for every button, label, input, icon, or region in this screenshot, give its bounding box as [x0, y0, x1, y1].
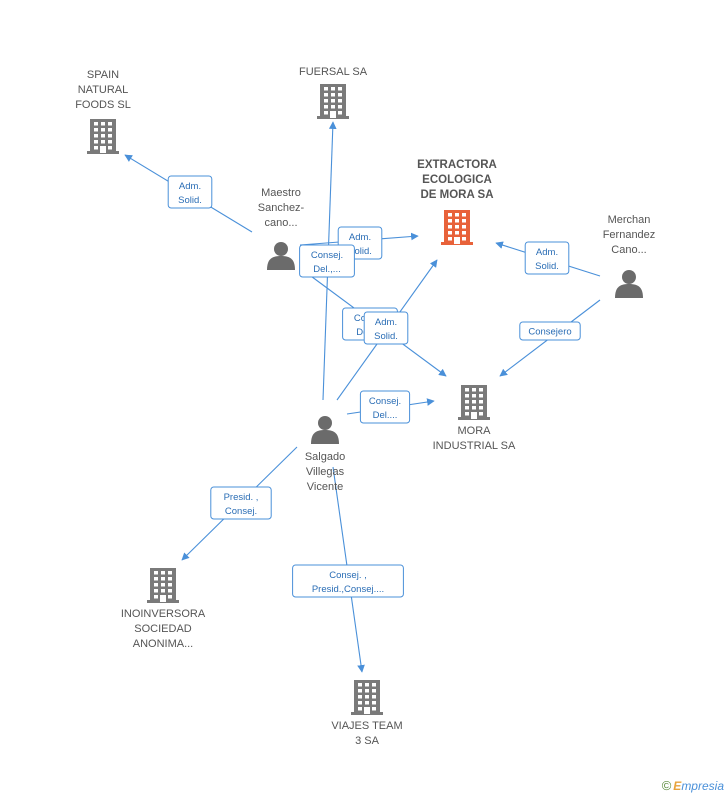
svg-text:Adm.Solid.: Adm.Solid.: [348, 232, 372, 257]
edge-label-merchan-extractora[interactable]: Adm.Solid.: [524, 241, 570, 275]
svg-text:Consej.Del....: Consej.Del....: [369, 396, 401, 421]
person-icon: [615, 270, 643, 298]
edge-label-salgado-inoinversora[interactable]: Presid. ,Consej.: [210, 486, 272, 520]
svg-text:Adm.Solid.: Adm.Solid.: [178, 181, 202, 206]
edge-label-merchan-mora[interactable]: Consejero: [519, 321, 581, 341]
company-label-fuersal: FUERSAL SA: [299, 66, 368, 78]
person-icon: [267, 242, 295, 270]
svg-text:Consej.Del.,...: Consej.Del.,...: [311, 250, 343, 275]
brand-name: mpresia: [681, 779, 724, 793]
svg-text:Consej. ,Presid.,Consej....: Consej. ,Presid.,Consej....: [312, 570, 384, 595]
building-icon: [351, 680, 383, 715]
building-icon: [317, 84, 349, 119]
edge-label-salgado-extractora[interactable]: Adm.Solid.: [363, 311, 409, 345]
edge-label-salgado-viajes[interactable]: Consej. ,Presid.,Consej....: [292, 564, 404, 598]
building-icon: [441, 210, 473, 245]
person-icon: [311, 416, 339, 444]
company-node-fuersal[interactable]: FUERSAL SA: [299, 66, 368, 119]
building-icon: [458, 385, 490, 420]
building-icon: [147, 568, 179, 603]
building-icon: [87, 119, 119, 154]
footer-brand: ©Empresia: [662, 778, 724, 793]
edge-label-maestro-spain[interactable]: Adm.Solid.: [167, 175, 213, 209]
svg-text:Consejero: Consejero: [528, 327, 571, 338]
svg-text:Adm.Solid.: Adm.Solid.: [374, 317, 398, 342]
edge-label-salgado-mora[interactable]: Consej.Del....: [359, 390, 411, 424]
svg-text:Adm.Solid.: Adm.Solid.: [535, 247, 559, 272]
edge-labels-layer: Adm.Solid.Adm.Solid.Consej.Del.,...Adm.S…: [167, 175, 581, 598]
copyright-icon: ©: [661, 778, 672, 793]
edge-label-salgado-fuersal[interactable]: Consej.Del.,...: [299, 244, 355, 278]
brand-initial: E: [673, 779, 682, 793]
svg-text:Presid. ,Consej.: Presid. ,Consej.: [224, 492, 259, 517]
